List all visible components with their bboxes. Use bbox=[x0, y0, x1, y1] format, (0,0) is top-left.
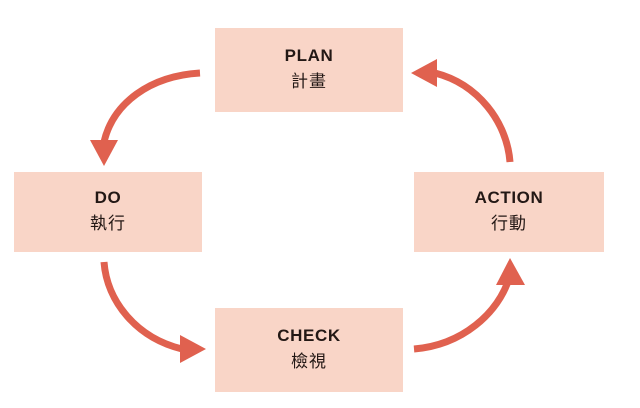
node-do-subtitle: 執行 bbox=[90, 214, 126, 234]
arrow-action-to-plan bbox=[411, 59, 514, 163]
node-plan-title: PLAN bbox=[284, 46, 334, 66]
node-check-subtitle: 檢視 bbox=[291, 352, 327, 372]
node-check[interactable]: CHECK 檢視 bbox=[215, 308, 403, 392]
node-action-subtitle: 行動 bbox=[491, 214, 527, 234]
node-check-title: CHECK bbox=[277, 326, 341, 346]
node-action[interactable]: ACTION 行動 bbox=[414, 172, 604, 252]
node-plan[interactable]: PLAN 計畫 bbox=[215, 28, 403, 112]
node-do-title: DO bbox=[94, 188, 122, 208]
arrow-do-to-check bbox=[100, 261, 206, 363]
node-do[interactable]: DO 執行 bbox=[14, 172, 202, 252]
arrow-check-to-action bbox=[413, 258, 525, 353]
node-action-title: ACTION bbox=[474, 188, 544, 208]
arrow-plan-to-do bbox=[90, 69, 201, 166]
node-plan-subtitle: 計畫 bbox=[291, 72, 327, 92]
